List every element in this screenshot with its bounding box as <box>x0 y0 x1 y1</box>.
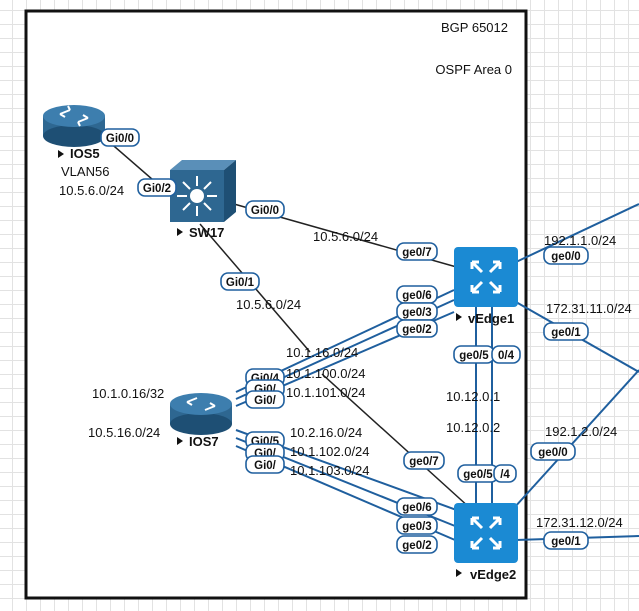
node-expand-icon[interactable] <box>177 228 183 236</box>
port-badge[interactable]: /4 <box>493 464 517 483</box>
link-label: 10.1.100.0/24 <box>286 366 366 381</box>
link-label: 10.12.0.1 <box>446 389 500 404</box>
svg-text:ge0/5: ge0/5 <box>463 469 493 481</box>
svg-text:/4: /4 <box>500 469 510 481</box>
svg-text:ge0/3: ge0/3 <box>402 521 431 533</box>
vedge1-name: vEdge1 <box>468 311 514 326</box>
port-badge[interactable]: ge0/3 <box>396 516 438 535</box>
svg-text:ge0/0: ge0/0 <box>551 251 580 263</box>
svg-text:0/4: 0/4 <box>498 350 515 362</box>
link-vedge2-out-a[interactable] <box>513 369 639 509</box>
svg-text:ge0/7: ge0/7 <box>402 247 431 259</box>
link-label: 192.1.1.0/24 <box>544 233 616 248</box>
port-badge[interactable]: Gi0/0 <box>245 200 285 219</box>
port-badges: Gi0/0 Gi0/2 Gi0/0 Gi0/1 ge0/7 ge0/6 ge0/… <box>100 128 589 554</box>
link-label: 172.31.12.0/24 <box>536 515 623 530</box>
link-label: 192.1.2.0/24 <box>545 424 617 439</box>
port-badge[interactable]: Gi0/ <box>245 390 285 409</box>
ios7-subnet: 10.5.16.0/24 <box>88 425 160 440</box>
svg-text:ge0/2: ge0/2 <box>402 540 431 552</box>
port-badge[interactable]: Gi0/1 <box>220 272 260 291</box>
port-badge[interactable]: ge0/2 <box>396 535 438 554</box>
node-expand-icon[interactable] <box>456 313 462 321</box>
ios5-name: IOS5 <box>70 146 100 161</box>
ios5-subnet: 10.5.6.0/24 <box>59 183 124 198</box>
svg-text:Gi0/: Gi0/ <box>254 395 277 407</box>
router-icon <box>170 393 232 435</box>
vedge2-name: vEdge2 <box>470 567 516 582</box>
sw17-name: SW17 <box>189 225 224 240</box>
link-label: 10.1.103.0/24 <box>290 463 370 478</box>
port-badge[interactable]: ge0/0 <box>543 246 589 265</box>
svg-text:Gi0/1: Gi0/1 <box>226 277 255 289</box>
svg-text:ge0/7: ge0/7 <box>409 456 438 468</box>
svg-text:ge0/0: ge0/0 <box>538 447 567 459</box>
node-expand-icon[interactable] <box>58 150 64 158</box>
ios5-vlan: VLAN56 <box>61 164 109 179</box>
node-expand-icon[interactable] <box>177 437 183 445</box>
ios7-loopback: 10.1.0.16/32 <box>92 386 164 401</box>
bgp-asn-label: BGP 65012 <box>441 20 508 35</box>
link-vedge1-out-a[interactable] <box>515 203 639 263</box>
vedge-vedge1[interactable]: vEdge1 <box>454 247 518 326</box>
svg-text:Gi0/: Gi0/ <box>254 460 277 472</box>
port-badge[interactable]: ge0/5 <box>453 345 495 364</box>
link-label: 10.2.16.0/24 <box>290 425 362 440</box>
svg-text:ge0/1: ge0/1 <box>551 536 581 548</box>
vedge-router-icon <box>454 247 518 307</box>
port-badge[interactable]: ge0/3 <box>396 302 438 321</box>
ios7-name: IOS7 <box>189 434 219 449</box>
port-badge[interactable]: ge0/2 <box>396 319 438 338</box>
svg-text:ge0/6: ge0/6 <box>402 502 431 514</box>
link-label: 10.1.16.0/24 <box>286 345 358 360</box>
router-ios5[interactable]: IOS5 VLAN56 10.5.6.0/24 <box>43 105 124 198</box>
port-badge[interactable]: ge0/7 <box>403 451 445 470</box>
port-badge[interactable]: ge0/6 <box>396 497 438 516</box>
node-expand-icon[interactable] <box>456 569 462 577</box>
port-badge[interactable]: Gi0/ <box>245 455 285 474</box>
svg-text:Gi0/2: Gi0/2 <box>143 183 171 195</box>
svg-text:ge0/3: ge0/3 <box>402 307 431 319</box>
port-badge[interactable]: ge0/7 <box>396 242 438 261</box>
router-ios7[interactable]: IOS7 10.1.0.16/32 10.5.16.0/24 <box>88 386 232 449</box>
svg-text:ge0/2: ge0/2 <box>402 324 431 336</box>
port-badge[interactable]: ge0/1 <box>543 531 589 550</box>
vedge-vedge2[interactable]: vEdge2 <box>454 503 518 582</box>
link-label: 10.5.6.0/24 <box>236 297 301 312</box>
svg-text:Gi0/0: Gi0/0 <box>251 205 279 217</box>
port-badge[interactable]: ge0/6 <box>396 285 438 304</box>
svg-text:ge0/1: ge0/1 <box>551 327 581 339</box>
link-label: 172.31.11.0/24 <box>546 301 632 316</box>
vedge-router-icon <box>454 503 518 563</box>
port-badge[interactable]: ge0/0 <box>530 442 576 461</box>
svg-text:ge0/5: ge0/5 <box>459 350 489 362</box>
port-badge[interactable]: ge0/5 <box>457 464 499 483</box>
port-badge[interactable]: 0/4 <box>491 345 521 364</box>
svg-text:ge0/6: ge0/6 <box>402 290 431 302</box>
svg-text:Gi0/0: Gi0/0 <box>106 133 134 145</box>
link-ios7-vedge2-d[interactable] <box>321 373 471 509</box>
link-label: 10.1.102.0/24 <box>290 444 370 459</box>
ospf-area-label: OSPF Area 0 <box>435 62 512 77</box>
port-badge[interactable]: Gi0/0 <box>100 128 140 147</box>
layer3-switch-icon <box>170 160 236 222</box>
port-badge[interactable]: Gi0/2 <box>137 178 177 197</box>
link-label: 10.12.0.2 <box>446 420 500 435</box>
switch-sw17[interactable]: SW17 <box>170 160 236 240</box>
subnet-labels: 10.5.6.0/24 10.5.6.0/24 10.1.16.0/24 10.… <box>236 229 632 530</box>
router-icon <box>43 105 105 147</box>
port-badge[interactable]: ge0/1 <box>543 322 589 341</box>
link-label: 10.5.6.0/24 <box>313 229 378 244</box>
link-label: 10.1.101.0/24 <box>286 385 366 400</box>
